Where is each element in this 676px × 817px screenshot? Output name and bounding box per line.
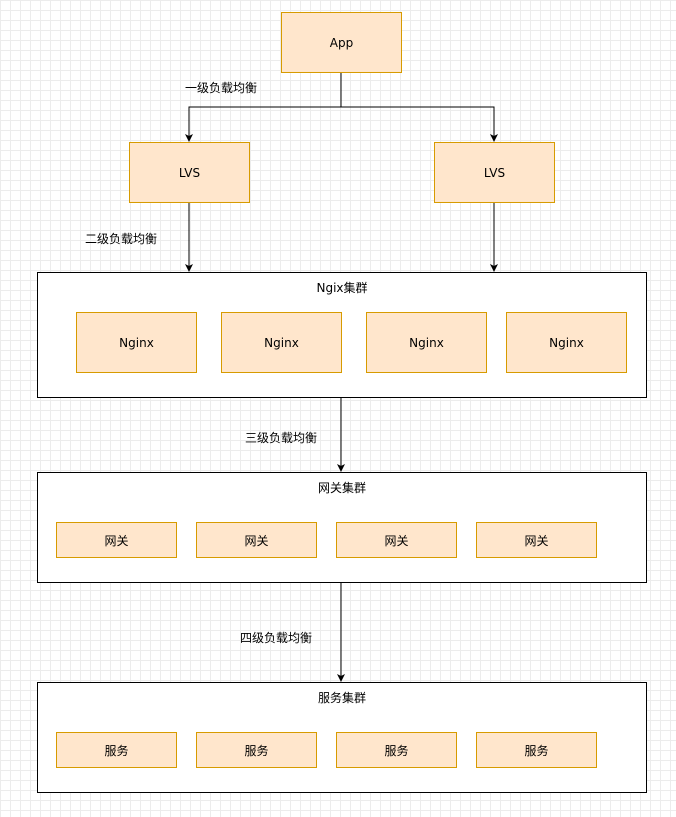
app-node-label: App [329, 35, 354, 50]
service-node: 服务 [56, 732, 177, 768]
nginx-node-label: Nginx [264, 335, 299, 350]
gateway-node: 网关 [336, 522, 457, 558]
service-node-label: 服务 [104, 743, 129, 758]
service-node-label: 服务 [524, 743, 549, 758]
service-node-label: 服务 [244, 743, 269, 758]
edge-label-level2: 二级负载均衡 [85, 232, 158, 246]
edge-label-level1: 一级负载均衡 [185, 81, 258, 95]
service-node: 服务 [196, 732, 317, 768]
lvs-node-label: LVS [483, 165, 506, 180]
gateway-node-label: 网关 [384, 533, 409, 548]
service-node: 服务 [476, 732, 597, 768]
nginx-node: Nginx [506, 312, 627, 373]
gateway-node: 网关 [56, 522, 177, 558]
gateway-node: 网关 [476, 522, 597, 558]
nginx-node: Nginx [366, 312, 487, 373]
nginx-node-label: Nginx [119, 335, 154, 350]
nginx-node: Nginx [221, 312, 342, 373]
gateway-node: 网关 [196, 522, 317, 558]
gateway-cluster-title: 网关集群 [317, 481, 366, 495]
lvs-node-label: LVS [178, 165, 201, 180]
nginx-node: Nginx [76, 312, 197, 373]
service-node-label: 服务 [384, 743, 409, 758]
lvs-node-left: LVS [129, 142, 250, 203]
edge-app-to-lvs-left [185, 72, 342, 142]
nginx-node-label: Nginx [549, 335, 584, 350]
nginx-node-label: Nginx [409, 335, 444, 350]
lvs-node-right: LVS [434, 142, 555, 203]
service-node: 服务 [336, 732, 457, 768]
edge-label-level3: 三级负载均衡 [245, 431, 318, 445]
gateway-node-label: 网关 [104, 533, 129, 548]
edge-app-to-lvs-right [341, 106, 498, 142]
edge-label-level4: 四级负载均衡 [240, 631, 313, 645]
nginx-cluster-title: Ngix集群 [316, 281, 368, 295]
gateway-node-label: 网关 [524, 533, 549, 548]
service-cluster-title: 服务集群 [317, 691, 366, 705]
gateway-node-label: 网关 [244, 533, 269, 548]
app-node: App [281, 12, 402, 73]
